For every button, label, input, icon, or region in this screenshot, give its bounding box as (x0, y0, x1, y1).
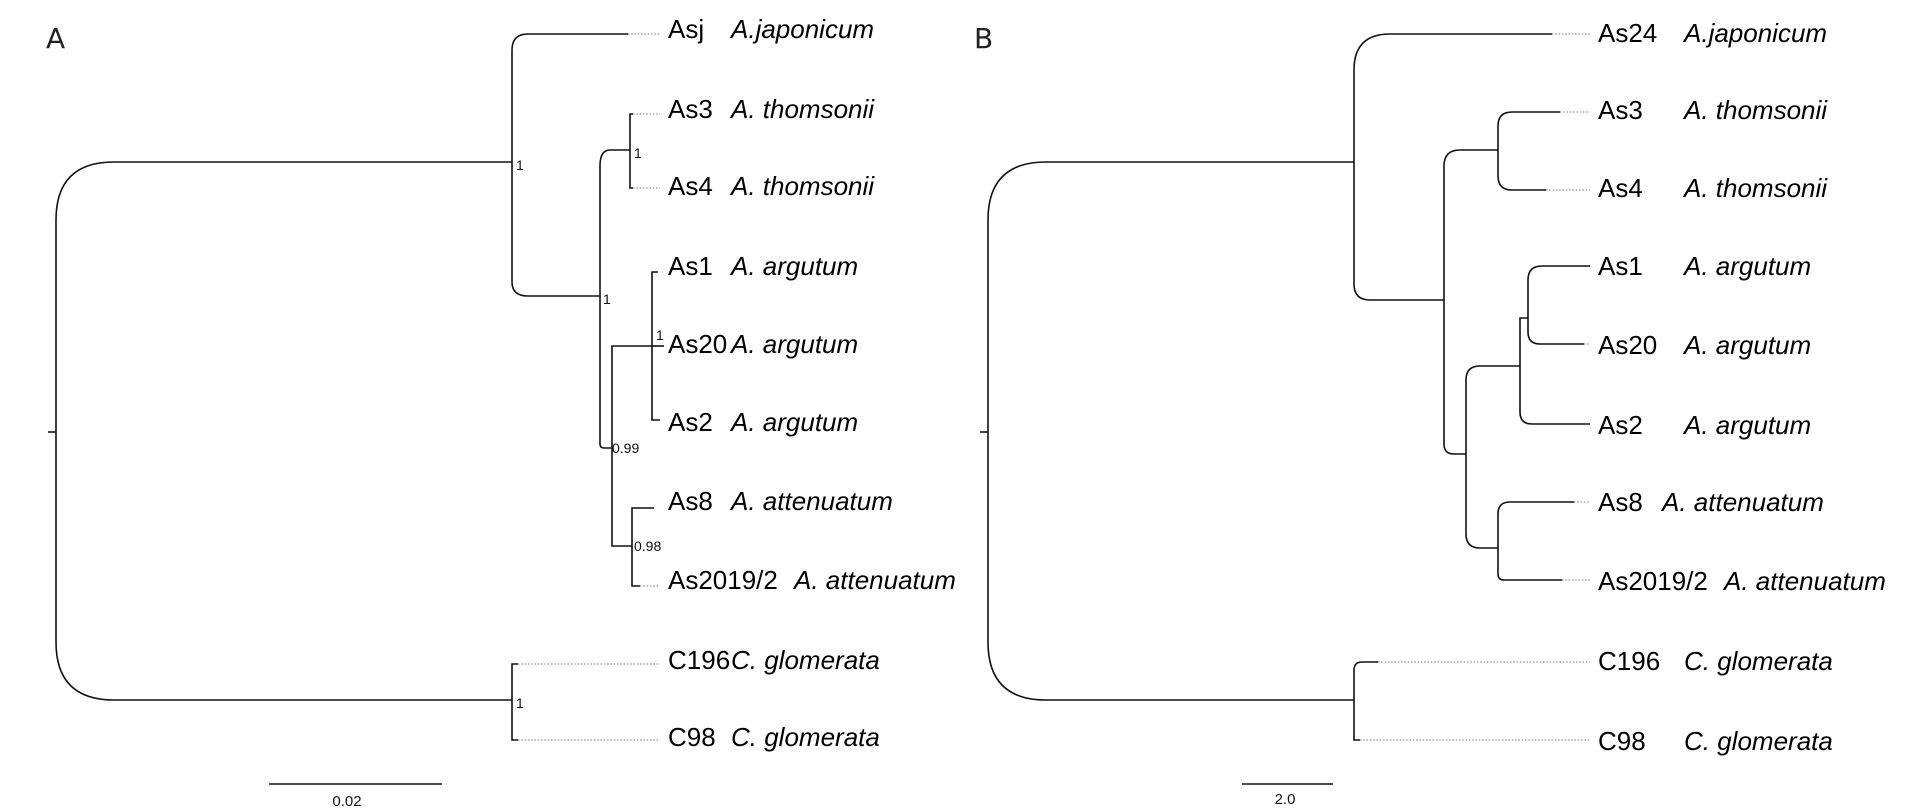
panel-b-branch-arg-att (1443, 300, 1466, 455)
panel-a-tip-id: As2019/2 (668, 565, 778, 595)
panel-b-tip-id: As20 (1598, 330, 1657, 360)
panel-b-tip-id: C98 (1598, 726, 1646, 756)
panel-b-tip-id: As2019/2 (1598, 566, 1708, 596)
panel-a: A 1 1 1 (46, 14, 956, 809)
panel-a-branch-argutum (611, 345, 652, 448)
panel-a-tip-species: A. argutum (729, 407, 858, 437)
panel-a-letter: A (46, 22, 65, 55)
panel-a-tip-species: A. attenuatum (792, 565, 956, 595)
panel-b-tip-id: As2 (1598, 410, 1643, 440)
panel-b-branch-outgroup (987, 432, 1354, 701)
panel-b-tip-species: A. attenuatum (1660, 487, 1824, 517)
panel-b-scale-label: 2.0 (1275, 791, 1296, 808)
panel-a-tip-species: A. argutum (729, 251, 858, 281)
panel-a-support-arg-att: 0.99 (612, 440, 639, 456)
panel-a-tip-id: As4 (668, 171, 713, 201)
panel-b-branch-as8 (1497, 501, 1574, 548)
panel-b-branch-argutum (1465, 365, 1520, 454)
panel-b-branch-core (1353, 162, 1444, 301)
panel-a-support-ingroup: 1 (516, 157, 524, 173)
panel-b-tip-species: A.japonicum (1682, 18, 1827, 48)
panel-a-support-thomsonii: 1 (634, 145, 642, 161)
panel-a-tip-id: C98 (668, 722, 716, 752)
panel-b-tip-species: A. argutum (1682, 330, 1811, 360)
panel-a-branch-as2 (651, 346, 660, 421)
panel-a-branch-asj (511, 33, 628, 162)
panel-a-tip-id: C196 (668, 645, 730, 675)
panel-b-branch-as4 (1497, 150, 1546, 191)
panel-a-branch-c98 (511, 700, 518, 741)
panel-a-tip-id: As8 (668, 486, 713, 516)
panel-b-branch-ingroup (987, 161, 1354, 432)
panel-a-tip-species: A.japonicum (729, 14, 874, 44)
panel-a-tip-species: C. glomerata (731, 645, 880, 675)
panel-a-branch-as8 (631, 507, 654, 546)
panel-b-branch-as24 (1353, 33, 1552, 162)
panel-b-tip-species: A. thomsonii (1682, 173, 1828, 203)
panel-b-tip-species: A. attenuatum (1722, 566, 1886, 596)
panel-b-branch-c98 (1353, 700, 1360, 741)
panel-b-tip-id: As1 (1598, 251, 1643, 281)
panel-a-tip-species: C. glomerata (731, 722, 880, 752)
panel-b-tip-id: C196 (1598, 646, 1660, 676)
panel-a-tip-species: A. attenuatum (729, 486, 893, 516)
panel-b-tip-id: As8 (1598, 487, 1643, 517)
panel-a-tip-id: As1 (668, 251, 713, 281)
panel-a-branch-as3 (629, 113, 633, 150)
panel-b-tip-species: C. glomerata (1684, 646, 1833, 676)
panel-a-tip-id: Asj (668, 14, 704, 44)
panel-a-support-outgroup: 1 (516, 695, 524, 711)
panel-b-tip-species: A. argutum (1682, 251, 1811, 281)
panel-a-support-argutum: 1 (656, 327, 664, 343)
panel-b-letter: B (974, 22, 993, 55)
panel-a-branch-ingroup (55, 161, 512, 432)
panel-a-branch-as1 (651, 271, 658, 346)
panel-b-branch-as1 (1527, 265, 1590, 318)
panel-a-branch-outgroup (55, 432, 512, 701)
panel-a-branch-thomsonii (599, 149, 630, 296)
panel-a-scale-label: 0.02 (332, 793, 361, 809)
panel-b-branch-as2019 (1497, 548, 1562, 581)
panel-a-branch-arg-att (599, 296, 612, 449)
panel-b-tip-species: A. argutum (1682, 410, 1811, 440)
panel-b: B (974, 18, 1886, 808)
panel-a-tip-id: As3 (668, 94, 713, 124)
panel-a-support-core: 1 (603, 291, 611, 307)
panel-a-branch-core (511, 162, 600, 297)
panel-b-tip-species: C. glomerata (1684, 726, 1833, 756)
panel-b-branch-as2 (1519, 366, 1590, 425)
panel-a-tip-species: A. thomsonii (729, 171, 875, 201)
panel-a-support-attenuatum: 0.98 (634, 538, 661, 554)
panel-b-tip-id: As24 (1598, 18, 1657, 48)
panel-b-tip-id: As4 (1598, 173, 1643, 203)
panel-a-branch-c196 (511, 663, 518, 700)
panel-a-branch-attenuatum (611, 448, 632, 547)
panel-a-tip-id: As20 (668, 329, 727, 359)
panel-a-tip-species: A. thomsonii (729, 94, 875, 124)
panel-b-branch-attenuatum (1465, 454, 1498, 549)
panel-b-tip-id: As3 (1598, 95, 1643, 125)
panel-b-tip-species: A. thomsonii (1682, 95, 1828, 125)
panel-a-tip-id: As2 (668, 407, 713, 437)
panel-b-branch-as1-as20 (1519, 317, 1528, 366)
panel-b-branch-c196 (1353, 661, 1378, 700)
panel-a-tip-species: A. argutum (729, 329, 858, 359)
panel-b-branch-as3 (1497, 111, 1560, 150)
panel-b-branch-as20 (1527, 318, 1584, 345)
panel-a-branch-as2019 (631, 546, 640, 587)
panel-b-branch-thomsonii (1443, 149, 1498, 300)
panel-a-branch-as4 (629, 150, 633, 189)
